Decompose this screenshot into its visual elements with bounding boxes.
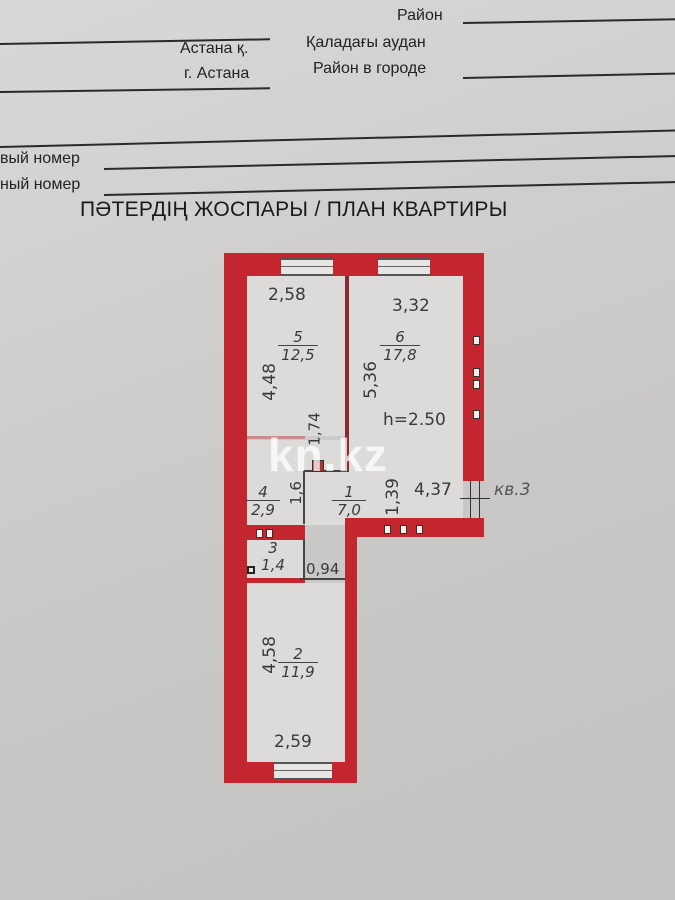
city-district-kz-label: Қаладағы аудан — [306, 34, 426, 51]
city-kz-label: Астана қ. — [180, 40, 249, 57]
wall-middle — [345, 537, 357, 783]
window-room-5 — [281, 258, 333, 276]
district-label: Район — [397, 7, 443, 24]
room-1 — [305, 470, 463, 518]
city-district-ru-label: Район в городе — [313, 60, 427, 77]
number-label-2: ный номер — [0, 176, 81, 193]
window-room-2 — [274, 762, 332, 780]
room-3-number: 3 — [268, 539, 278, 557]
room-4-number: 4 — [246, 485, 280, 501]
vent-icon — [473, 380, 480, 389]
dim-room6-width: 3,32 — [392, 296, 430, 316]
room-1-area: 7,0 — [337, 501, 361, 519]
number-field-line-1[interactable] — [103, 154, 675, 170]
room-5-area: 12,5 — [281, 346, 315, 364]
partition-line — [300, 578, 345, 580]
partition-5-6 — [345, 276, 349, 470]
dim-room5-width: 2,58 — [268, 285, 306, 305]
ceiling-height: h=2.50 — [383, 410, 446, 430]
room-3-label: 3 1,4 — [258, 539, 288, 575]
vent-icon — [256, 529, 263, 538]
dim-room2-width: 2,59 — [274, 732, 312, 752]
room-1-label: 1 7,0 — [332, 485, 366, 519]
room-6-number: 6 — [380, 330, 420, 346]
wall-right — [463, 253, 484, 481]
room-5-label: 5 12,5 — [278, 330, 318, 364]
apartment-label: кв.3 — [494, 480, 531, 500]
vent-icon — [473, 368, 480, 377]
vent-icon — [400, 525, 407, 534]
room-5 — [247, 276, 345, 436]
room-4-area: 2,9 — [251, 501, 275, 519]
vent-icon — [416, 525, 423, 534]
dim-small-a: 0,94 — [306, 560, 340, 578]
room-6-label: 6 17,8 — [380, 330, 420, 364]
wall-bottom-right — [345, 518, 484, 537]
room-2-number: 2 — [278, 647, 318, 663]
number-label-1: вый номер — [0, 150, 80, 167]
dim-room6-length: 5,36 — [360, 361, 381, 399]
city-district-field-line[interactable] — [462, 72, 675, 79]
riser-icon — [312, 460, 324, 472]
room-5-number: 5 — [278, 330, 318, 346]
window-room-6 — [378, 258, 430, 276]
vent-icon — [473, 336, 480, 345]
number-field-line-2[interactable] — [103, 180, 675, 196]
form-line — [0, 87, 270, 93]
vent-icon — [384, 525, 391, 534]
city-ru-label: г. Астана — [184, 65, 250, 82]
door-jamb — [479, 481, 480, 518]
wall-top — [224, 253, 484, 276]
shaft-icon — [247, 566, 255, 574]
district-field-line[interactable] — [462, 18, 675, 24]
partition-4-1 — [303, 470, 305, 524]
wall-left — [224, 253, 247, 783]
vent-icon — [473, 410, 480, 419]
room-1-number: 1 — [332, 485, 366, 501]
dim-room2-length: 4,58 — [259, 636, 280, 674]
dim-corridor-length: 4,37 — [414, 480, 452, 500]
dim-room5-length: 4,48 — [259, 363, 280, 401]
room-6-area: 17,8 — [383, 346, 417, 364]
wall-3-2 — [247, 578, 305, 583]
vent-icon — [266, 529, 273, 538]
door-jamb — [470, 481, 471, 518]
form-line — [0, 129, 675, 148]
dim-corridor-width: 1,39 — [382, 478, 403, 516]
partition-3-1 — [303, 540, 305, 578]
dimension-tick — [460, 498, 490, 499]
partition-5-4 — [247, 436, 305, 439]
room-3-area: 1,4 — [261, 556, 285, 574]
room-4-label: 4 2,9 — [246, 485, 280, 519]
dim-small-b: 1,6 — [286, 481, 305, 505]
room-2-label: 2 11,9 — [278, 647, 318, 681]
plan-title: ПӘТЕРДІҢ ЖОСПАРЫ / ПЛАН КВАРТИРЫ — [80, 198, 508, 221]
watermark: kn.kz — [268, 429, 389, 481]
room-2-area: 11,9 — [281, 663, 315, 681]
room-3 — [247, 540, 305, 578]
partition-line — [305, 470, 349, 472]
room-2 — [247, 583, 345, 762]
